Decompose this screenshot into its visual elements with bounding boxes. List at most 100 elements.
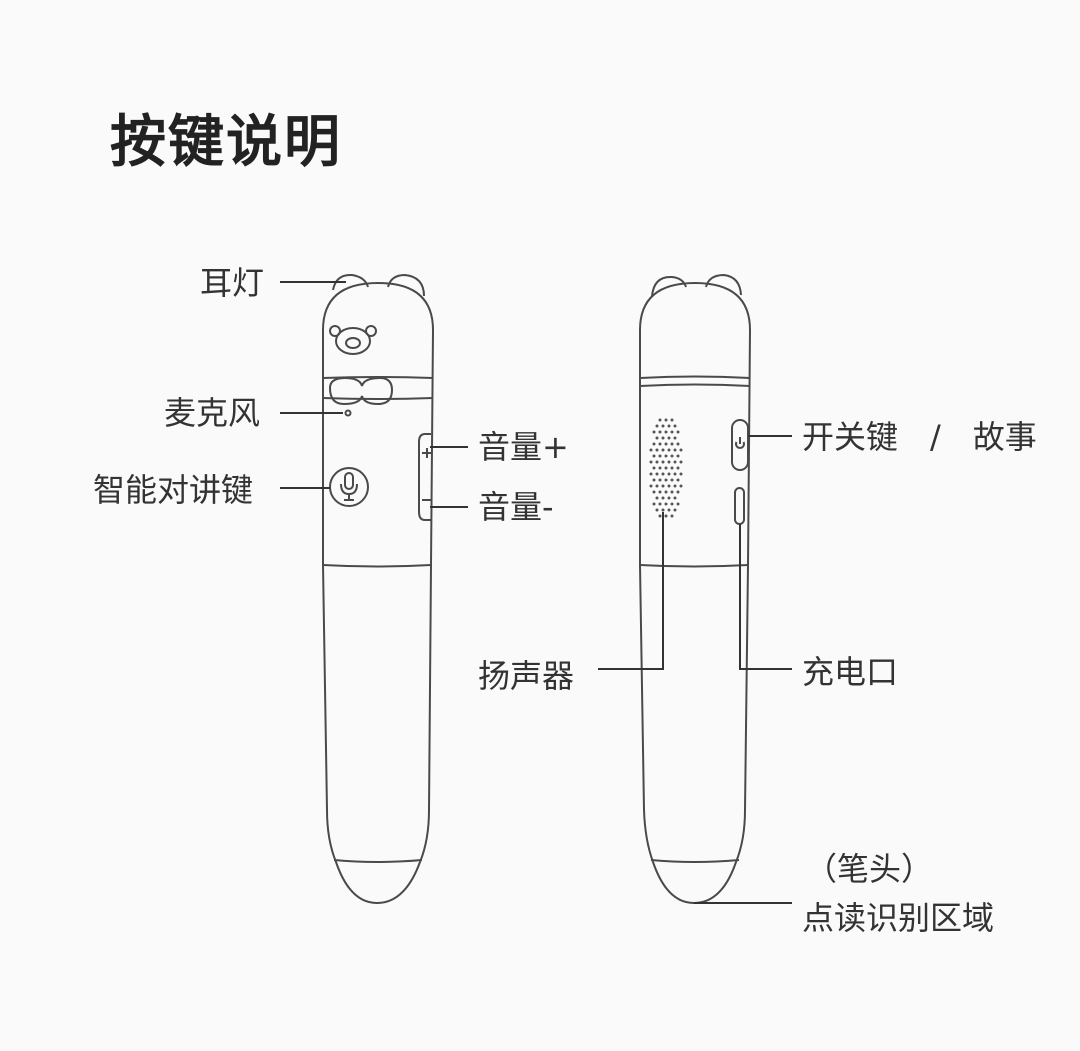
- volume-rocker[interactable]: [418, 433, 432, 521]
- speaker-hole: [673, 460, 677, 464]
- front-pen-right-ear: [387, 273, 425, 297]
- speaker-hole: [670, 490, 674, 494]
- speaker-hole: [676, 490, 680, 494]
- speaker-hole: [673, 508, 677, 512]
- speaker-hole: [679, 484, 683, 488]
- speaker-hole: [667, 460, 671, 464]
- speaker-hole: [664, 442, 668, 446]
- speaker-hole: [655, 496, 659, 500]
- front-pen-waist-band-bottom: [322, 397, 434, 400]
- speaker-hole: [676, 478, 680, 482]
- speaker-grille: [649, 418, 683, 518]
- speaker-hole: [670, 466, 674, 470]
- speaker-hole: [655, 508, 659, 512]
- back-pen-collar-top: [639, 375, 751, 379]
- speaker-hole: [664, 418, 668, 422]
- front-pen-tip-band: [333, 859, 423, 863]
- speaker-hole: [673, 424, 677, 428]
- speaker-hole: [658, 454, 662, 458]
- leader-charging-port: [739, 524, 792, 670]
- speaker-hole: [667, 448, 671, 452]
- label-read-area: 点读识别区域: [802, 899, 995, 937]
- bear-face-nose: [345, 337, 361, 349]
- front-pen: [322, 273, 435, 905]
- speaker-hole: [667, 436, 671, 440]
- label-volume-down: 音量-: [478, 488, 554, 526]
- speaker-hole: [673, 436, 677, 440]
- speaker-hole: [664, 514, 668, 518]
- speaker-hole: [676, 454, 680, 458]
- speaker-hole: [661, 496, 665, 500]
- back-pen: [639, 273, 752, 905]
- front-pen-band: [322, 564, 432, 568]
- speaker-hole: [649, 472, 653, 476]
- speaker-hole: [673, 496, 677, 500]
- front-pen-body: [322, 281, 435, 905]
- speaker-hole: [652, 454, 656, 458]
- page-title: 按键说明: [110, 110, 342, 175]
- mic-icon: [340, 472, 358, 501]
- volume-plus-mark: [422, 448, 432, 458]
- bear-face-left-ear: [329, 325, 341, 337]
- label-volume-up: 音量+: [478, 428, 569, 466]
- intercom-button[interactable]: [329, 467, 369, 507]
- speaker-hole: [664, 430, 668, 434]
- speaker-hole: [655, 448, 659, 452]
- front-pen-bowtie: [328, 376, 394, 406]
- label-speaker: 扬声器: [478, 657, 575, 695]
- bear-face-head: [335, 327, 371, 355]
- leader-speaker: [598, 512, 664, 670]
- charging-port: [734, 487, 745, 525]
- label-microphone: 麦克风: [164, 394, 261, 432]
- speaker-hole: [679, 448, 683, 452]
- label-intercom-key: 智能对讲键: [93, 471, 254, 509]
- speaker-hole: [679, 460, 683, 464]
- speaker-hole: [658, 418, 662, 422]
- speaker-hole: [655, 472, 659, 476]
- back-pen-right-ear: [705, 273, 742, 296]
- speaker-hole: [673, 472, 677, 476]
- speaker-hole: [661, 472, 665, 476]
- speaker-hole: [664, 466, 668, 470]
- speaker-hole: [652, 430, 656, 434]
- speaker-hole: [670, 502, 674, 506]
- back-pen-body: [639, 281, 752, 905]
- speaker-hole: [670, 514, 674, 518]
- speaker-hole: [661, 508, 665, 512]
- speaker-hole: [673, 448, 677, 452]
- speaker-hole: [658, 514, 662, 518]
- speaker-hole: [673, 484, 677, 488]
- speaker-hole: [655, 424, 659, 428]
- power-button-outline: [731, 419, 749, 471]
- speaker-hole: [676, 430, 680, 434]
- microphone-hole: [344, 409, 352, 417]
- speaker-hole: [679, 472, 683, 476]
- speaker-hole: [670, 430, 674, 434]
- front-pen-waist-band-top: [322, 376, 434, 379]
- speaker-hole: [670, 418, 674, 422]
- speaker-hole: [670, 478, 674, 482]
- back-pen-band: [639, 564, 749, 568]
- speaker-hole: [655, 484, 659, 488]
- back-pen-tip-band: [650, 859, 740, 863]
- speaker-hole: [658, 502, 662, 506]
- bear-face-right-ear: [365, 325, 377, 337]
- speaker-hole: [649, 448, 653, 452]
- speaker-hole: [652, 502, 656, 506]
- speaker-hole: [667, 472, 671, 476]
- speaker-hole: [676, 466, 680, 470]
- speaker-hole: [676, 442, 680, 446]
- speaker-hole: [676, 502, 680, 506]
- mic-icon-capsule: [344, 472, 354, 490]
- mic-icon-stand: [344, 494, 354, 501]
- speaker-hole: [661, 448, 665, 452]
- power-button[interactable]: [731, 419, 749, 471]
- label-power-story: 开关键 / 故事: [802, 418, 1037, 456]
- speaker-hole: [652, 442, 656, 446]
- speaker-hole: [667, 496, 671, 500]
- back-pen-collar-bottom: [639, 383, 751, 387]
- speaker-hole: [658, 490, 662, 494]
- speaker-hole: [652, 490, 656, 494]
- speaker-hole: [655, 460, 659, 464]
